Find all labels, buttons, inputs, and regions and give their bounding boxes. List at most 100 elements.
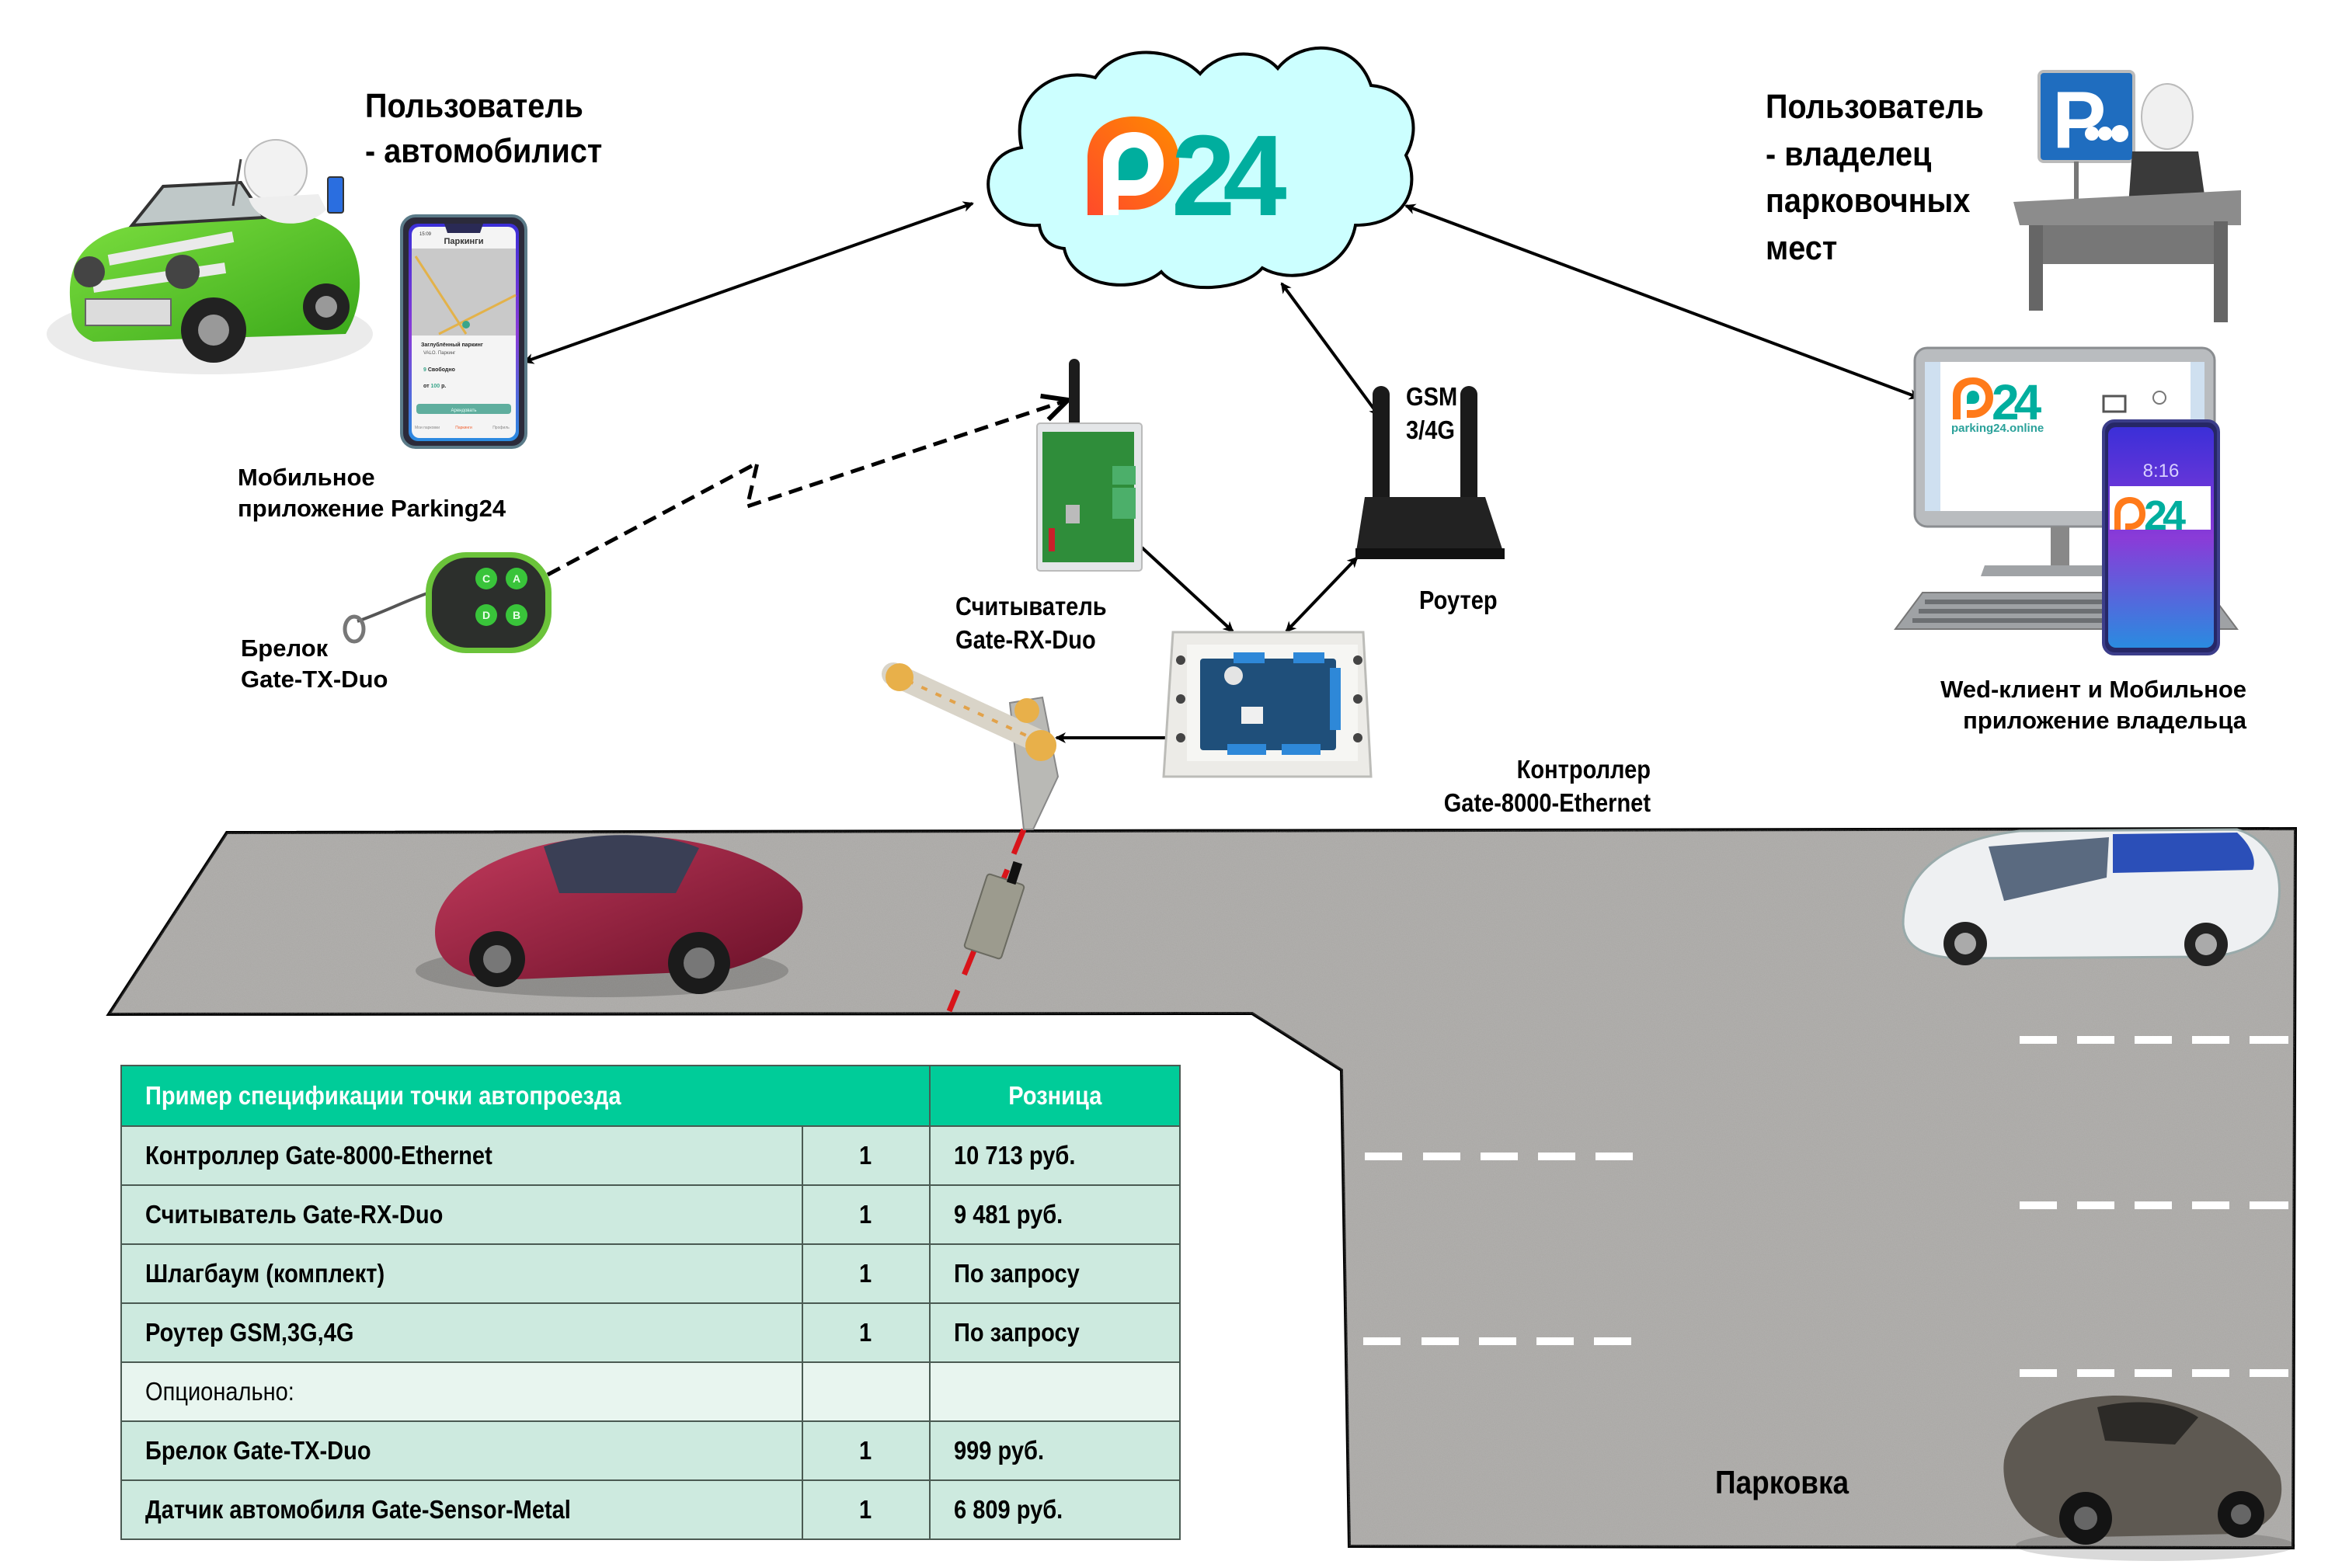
cell-qty: 1: [802, 1302, 931, 1363]
parking-area-label: Парковка: [1715, 1464, 1850, 1500]
price-text: 10 713 руб.: [954, 1141, 1076, 1170]
item-text: Считыватель Gate-RX-Duo: [145, 1200, 444, 1229]
owner-desk-icon: P: [2013, 70, 2241, 322]
price-text: 6 809 руб.: [954, 1495, 1063, 1524]
cell-price: 10 713 руб.: [929, 1125, 1181, 1186]
qty-text: 1: [858, 1259, 872, 1288]
driver-phone: [400, 214, 527, 449]
owner-title-line2: - владелец: [1766, 134, 1932, 173]
reader-caption-line1: Считыватель: [955, 592, 1107, 621]
free-label: Свободно: [428, 367, 455, 373]
fob-button-a: A: [513, 572, 520, 585]
router-caption: Роутер: [1419, 586, 1498, 614]
spec-header-price-text: Розница: [1007, 1081, 1102, 1110]
router-badge-line2: 3/4G: [1406, 415, 1455, 444]
driver-app-parking-name: Заглублённый паркинг: [421, 342, 483, 348]
cell-item: Датчик автомобиля Gate-Sensor-Metal: [120, 1479, 803, 1540]
radio-signal-line: [546, 400, 1068, 577]
cloud-service: [987, 46, 1415, 290]
price-text: 9 481 руб.: [954, 1200, 1063, 1229]
controller-caption: Контроллер Gate-8000-Ethernet: [1357, 753, 1651, 820]
item-text: Контроллер Gate-8000-Ethernet: [145, 1141, 492, 1170]
cell-item: Роутер GSM,3G,4G: [120, 1302, 803, 1363]
cell-qty: 1: [802, 1420, 931, 1481]
driver-app-parking-sub: VALO. Паркинг: [423, 351, 456, 356]
cell-price: 9 481 руб.: [929, 1184, 1181, 1245]
parking-sign-letter: P: [2052, 75, 2106, 165]
item-text: Шлагбаум (комплект): [145, 1259, 385, 1288]
spec-table: Пример спецификации точки автопроезда Ро…: [120, 1065, 1181, 1540]
driver-app-nav-2[interactable]: Профиль: [492, 426, 510, 430]
owner-phone-time: 8:16: [2143, 461, 2180, 482]
price-suffix: р.: [441, 384, 446, 389]
connection-arrows: [523, 201, 1920, 743]
cell-item: Шлагбаум (комплект): [120, 1243, 803, 1304]
driver-app-free-count: 9 Свободно: [423, 367, 455, 373]
key-fob-caption-line1: Брелок: [241, 635, 329, 662]
stripe-row-right-1: [2020, 1036, 2288, 1044]
green-car-driver-icon: [47, 139, 373, 374]
arrow-cloud-router: [1280, 282, 1380, 417]
driver-app-screen-title: Паркинги: [444, 237, 484, 246]
router-badge-line1: GSM: [1406, 382, 1458, 411]
arrow-cloud-driver-app: [523, 201, 974, 364]
stripe-row-right-2: [2020, 1201, 2288, 1209]
stripe-row-left-1: [1365, 1153, 1633, 1160]
item-text: Датчик автомобиля Gate-Sensor-Metal: [145, 1495, 571, 1524]
spec-header-title-text: Пример спецификации точки автопроезда: [145, 1081, 621, 1110]
driver-title-line1: Пользователь: [365, 87, 583, 125]
qty-text: 1: [858, 1141, 872, 1170]
cell-qty: 1: [802, 1479, 931, 1540]
parking-stripes: [1363, 1036, 2288, 1377]
road-area: [106, 826, 2298, 1550]
fob-button-d: D: [482, 609, 490, 621]
price-text: По запросу: [954, 1318, 1080, 1347]
owner-client-caption: Wed-клиент и Мобильное приложение владел…: [1912, 674, 2246, 737]
cell-price: [929, 1361, 1181, 1422]
table-row: Брелок Gate-TX-Duo 1 999 руб.: [120, 1420, 1181, 1481]
red-sports-car-icon: [416, 835, 803, 997]
reader-caption: Считыватель Gate-RX-Duo: [955, 590, 1107, 657]
cell-price: По запросу: [929, 1243, 1181, 1304]
cell-qty: 1: [802, 1243, 931, 1304]
arrow-reader-controller: [1140, 546, 1234, 633]
fob-button-b: B: [513, 609, 520, 621]
driver-app-caption-line1: Мобильное: [238, 464, 375, 491]
cell-price: 999 руб.: [929, 1420, 1181, 1481]
driver-app-nav-1[interactable]: Паркинги: [455, 426, 472, 430]
driver-app-rent-button[interactable]: Арендовать: [451, 409, 476, 413]
white-solar-car-icon: [1902, 828, 2281, 966]
key-fob-caption-line2: Gate-TX-Duo: [241, 666, 388, 694]
qty-text: 1: [858, 1436, 872, 1465]
stripe-row-left-2: [1363, 1337, 1631, 1345]
site-name: parking24.online: [1951, 422, 2044, 435]
table-row: Контроллер Gate-8000-Ethernet 1 10 713 р…: [120, 1125, 1181, 1186]
controller-caption-line2: Gate-8000-Ethernet: [1443, 787, 1651, 817]
cell-qty: 1: [802, 1184, 931, 1245]
item-text: Брелок Gate-TX-Duo: [145, 1436, 371, 1465]
spec-header-price: Розница: [929, 1065, 1181, 1127]
spec-table-header: Пример спецификации точки автопроезда Ро…: [120, 1065, 1181, 1127]
table-row-optional-heading: Опционально:: [120, 1361, 1181, 1422]
owner-phone-icon: 24: [2102, 419, 2220, 655]
vehicle-sensor-icon: [963, 860, 1025, 960]
router-icon: [1355, 386, 1505, 559]
table-row: Роутер GSM,3G,4G 1 По запросу: [120, 1302, 1181, 1363]
driver-app-price: от 100 р.: [423, 384, 446, 389]
free-count-value: 9: [423, 367, 426, 373]
table-row: Шлагбаум (комплект) 1 По запросу: [120, 1243, 1181, 1304]
controller-caption-line1: Контроллер: [1516, 755, 1651, 784]
fob-button-c: C: [482, 572, 490, 585]
barrier-gate-icon: [882, 662, 1060, 830]
owner-title-line4: мест: [1766, 229, 1838, 268]
cell-item: Контроллер Gate-8000-Ethernet: [120, 1125, 803, 1186]
reader-device-icon: [1036, 359, 1143, 572]
driver-app-nav-0[interactable]: Мои парковки: [415, 426, 440, 430]
item-text: Роутер GSM,3G,4G: [145, 1318, 354, 1347]
driver-app-caption-line2: приложение Parking24: [238, 495, 506, 523]
grey-sports-car-icon: [2003, 1395, 2295, 1561]
driver-title-line2: - автомобилист: [365, 131, 603, 170]
owner-client-caption-line1: Wed-клиент и Мобильное: [1940, 676, 2246, 703]
item-text: Опционально:: [145, 1377, 294, 1406]
